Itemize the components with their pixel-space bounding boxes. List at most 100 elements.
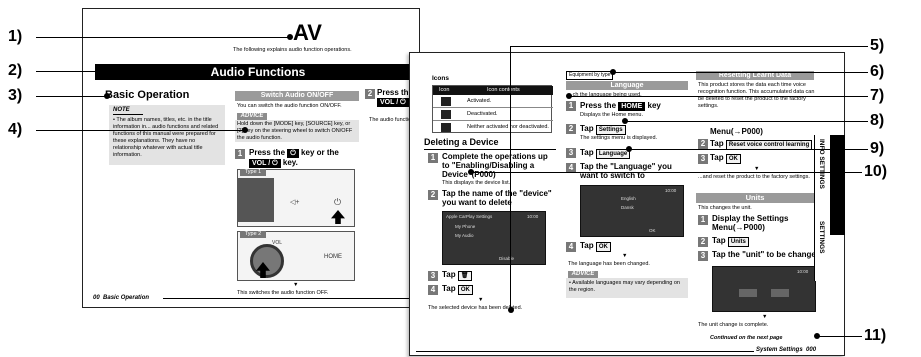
units-step-1: Display the Settings Menu(→P000) bbox=[712, 214, 789, 232]
step-1-badge: 1 bbox=[235, 149, 245, 159]
callout-3-line bbox=[36, 96, 106, 97]
delete-icon: 🗑 bbox=[457, 271, 472, 281]
callout-4: 4) bbox=[8, 121, 23, 138]
front-footer-line bbox=[416, 351, 754, 352]
callout-2-dot bbox=[104, 68, 110, 74]
down-arrow-icon: ▼ bbox=[762, 314, 768, 320]
step-5-badge: 4 bbox=[566, 242, 576, 252]
volume-knob bbox=[250, 244, 284, 278]
callout-9-line bbox=[628, 149, 868, 150]
step-3-badge: 3 bbox=[698, 251, 708, 261]
advice-text: • Available languages may vary depending… bbox=[569, 280, 680, 293]
step-3-badge: 3 bbox=[566, 148, 576, 158]
settings-button: Settings bbox=[595, 125, 626, 135]
language-bar: Language bbox=[566, 81, 688, 90]
step-1-result: This switches the audio function OFF. bbox=[237, 290, 329, 296]
units-step-2: Tap Units bbox=[712, 236, 749, 247]
type1-screen bbox=[238, 178, 274, 222]
delete-step-4: Tap OK bbox=[442, 284, 473, 295]
lang-step-2-result: The settings menu is displayed. bbox=[580, 135, 658, 141]
device-list-screen: Apple CarPlay Settings 10:00 My Phone My… bbox=[442, 211, 546, 265]
note-text: • The album names, titles, etc. in the t… bbox=[113, 117, 219, 158]
reset-learnt-data-bar: Resetting Learnt Data bbox=[696, 71, 814, 80]
advice-label: ADVICE bbox=[568, 271, 598, 278]
power-key-icon: ⏻ bbox=[287, 149, 299, 158]
switch-audio-bar: Switch Audio ON/OFF bbox=[235, 91, 359, 101]
advice-box: • Available languages may vary depending… bbox=[566, 278, 688, 298]
units-result: The unit change is complete. bbox=[698, 322, 769, 328]
step-2-text: Press the VOL / ⏻ bbox=[377, 88, 414, 107]
note-box: NOTE • The album names, titles, etc. in … bbox=[109, 105, 225, 165]
back-page-title: AV bbox=[293, 20, 322, 45]
delete-step-1: Complete the operations up to "Enabling/… bbox=[442, 152, 548, 179]
home-key: HOME bbox=[618, 102, 646, 111]
callout-1: 1) bbox=[8, 28, 23, 45]
callout-4-line bbox=[36, 130, 244, 131]
delete-step-2: Tap the name of the "device" you want to… bbox=[442, 189, 552, 207]
type1-device-illustration: Type 1 ◁+ ⏻ bbox=[237, 169, 355, 227]
step-2-badge: 2 bbox=[698, 139, 708, 149]
step-1-text: Press the ⏻ key or the VOL / ⏻ key. bbox=[249, 148, 339, 168]
step-2-badge: 2 bbox=[698, 237, 708, 247]
press-arrow-icon bbox=[331, 210, 345, 224]
callout-10: 10) bbox=[864, 163, 888, 180]
callout-11: 11) bbox=[864, 327, 887, 344]
callout-6: 6) bbox=[870, 63, 885, 80]
tab-marker bbox=[830, 135, 845, 235]
audio-functions-header-bar: Audio Functions bbox=[95, 64, 421, 80]
callout-8: 8) bbox=[870, 112, 885, 129]
note-label: NOTE bbox=[113, 107, 143, 115]
language-intro: ...ch the language being used. bbox=[568, 92, 642, 98]
step-2-badge: 2 bbox=[428, 190, 438, 200]
callout-5-vline bbox=[510, 46, 511, 310]
power-button-icon: ⏻ bbox=[334, 197, 342, 207]
icons-title: Icons bbox=[432, 75, 449, 82]
ok-button: OK bbox=[595, 242, 611, 252]
settings-tab: SETTINGS bbox=[814, 215, 830, 281]
units-button: Units bbox=[727, 237, 749, 247]
down-arrow-icon: ▼ bbox=[293, 282, 299, 288]
type2-label: Type 2 bbox=[240, 231, 266, 238]
callout-10-dot bbox=[468, 169, 474, 175]
delete-step-3: Tap 🗑 bbox=[442, 270, 472, 281]
units-screen: 10:00 bbox=[712, 266, 816, 312]
icons-row: Neither activated nor deactivated. bbox=[433, 121, 553, 134]
basic-operation-title: Basic Operation bbox=[105, 89, 190, 101]
language-select-screen: 10:00 English Dansk OK bbox=[580, 185, 684, 237]
callout-7: 7) bbox=[870, 87, 885, 104]
advice-text: Hold down the [MODE] key, [SOURCE] key, … bbox=[237, 121, 353, 141]
contents-col-header: Icon contents bbox=[487, 87, 520, 93]
callout-11-line bbox=[816, 336, 862, 337]
step-4-badge: 4 bbox=[428, 285, 438, 295]
step-1-badge: 1 bbox=[428, 153, 438, 163]
callout-2-line bbox=[36, 71, 106, 72]
lang-step-1: Press the HOME key bbox=[580, 101, 661, 111]
front-footer: System Settings 000 bbox=[756, 347, 817, 353]
neutral-icon bbox=[441, 123, 451, 132]
lang-step-5: Tap OK bbox=[580, 241, 611, 252]
vol-power-key: VOL / ⏻ bbox=[249, 159, 281, 168]
units-step-3: Tap the "unit" to be changed bbox=[712, 250, 821, 259]
callout-9-dot bbox=[626, 146, 632, 152]
activated-icon bbox=[441, 97, 451, 106]
info-settings-tab: INFO SETTINGS bbox=[814, 135, 830, 215]
step-4-badge: 4 bbox=[566, 163, 576, 173]
callout-3-dot bbox=[104, 93, 110, 99]
down-arrow-icon: ▼ bbox=[622, 253, 628, 259]
step-2-badge: 2 bbox=[566, 124, 576, 134]
step-2-badge: 2 bbox=[365, 89, 375, 99]
front-manual-page: Icons Icon Icon contents Activated. Deac… bbox=[409, 52, 845, 356]
lang-step-1-result: Displays the Home menu. bbox=[580, 112, 643, 118]
advice-box: Hold down the [MODE] key, [SOURCE] key, … bbox=[235, 120, 359, 142]
callout-11-dot bbox=[814, 333, 820, 339]
type2-device-illustration: Type 2 VOL HOME bbox=[237, 231, 355, 281]
callout-7-dot bbox=[566, 93, 572, 99]
step-3-badge: 3 bbox=[698, 154, 708, 164]
callout-10-line bbox=[470, 172, 862, 173]
audio-functions-header-text: Audio Functions bbox=[210, 65, 306, 79]
reset-step-3: Tap OK bbox=[710, 153, 741, 164]
ok-button: OK bbox=[725, 154, 741, 164]
right-column-snippet: The audio function bbox=[369, 117, 415, 123]
equipment-by-type-tag: Equipment by type bbox=[566, 71, 614, 80]
type1-label: Type 1 bbox=[240, 169, 266, 176]
